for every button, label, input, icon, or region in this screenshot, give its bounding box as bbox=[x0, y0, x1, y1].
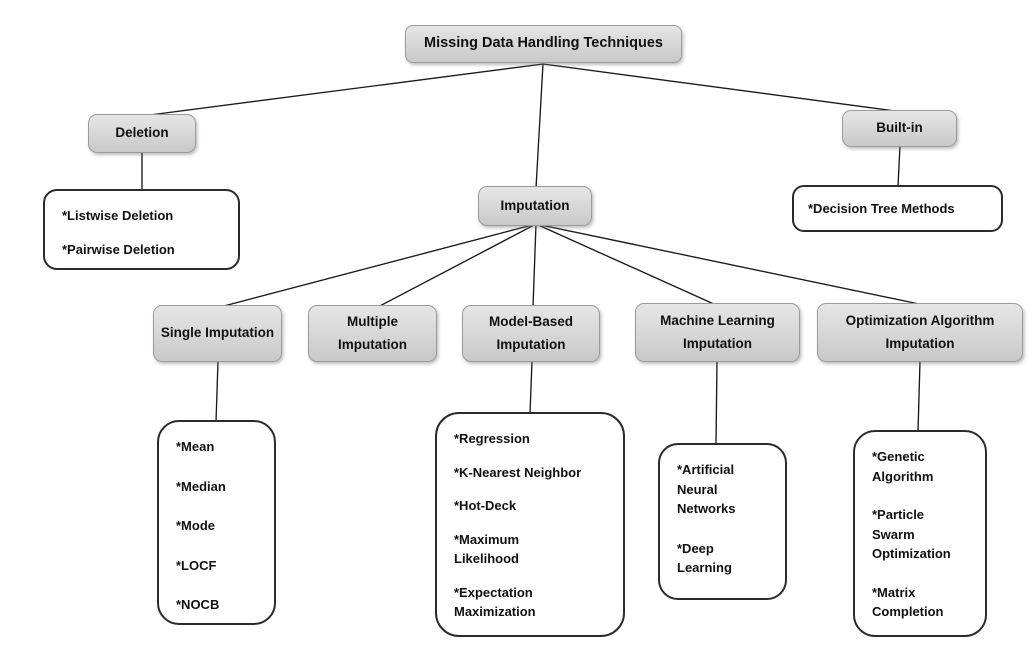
leaf-item: *Particle Swarm Optimization bbox=[872, 507, 951, 561]
node-imputation: Imputation bbox=[478, 186, 592, 226]
leaf-machine-learning-methods: *Artificial Neural Networks *Deep Learni… bbox=[658, 443, 787, 600]
leaf-item: *Listwise Deletion bbox=[62, 208, 174, 223]
node-optimization-algorithm-imputation: Optimization Algorithm Imputation bbox=[817, 303, 1023, 362]
leaf-item: *Matrix Completion bbox=[872, 584, 944, 620]
leaf-optimization-methods: *Genetic Algorithm *Particle Swarm Optim… bbox=[853, 430, 987, 637]
edge-root-builtin bbox=[542, 63, 904, 113]
edge-imputation-ml bbox=[535, 223, 717, 306]
leaf-item: *Decision Tree Methods bbox=[808, 200, 955, 216]
edge-root-imputation bbox=[535, 63, 544, 189]
leaf-model-based-methods: *Regression *K-Nearest Neighbor *Hot-Dec… bbox=[435, 412, 625, 637]
edge-model-leaf bbox=[529, 360, 533, 415]
leaf-single-imputation-methods: *Mean *Median *Mode *LOCF *NOCB bbox=[157, 420, 276, 625]
leaf-item: *Hot-Deck bbox=[454, 498, 517, 513]
leaf-item: *Deep Learning bbox=[677, 540, 732, 576]
node-single-imputation: Single Imputation bbox=[153, 305, 282, 362]
leaf-item: *Regression bbox=[454, 431, 530, 446]
leaf-item: *Maximum Likelihood bbox=[454, 531, 520, 567]
leaf-item: *Mean bbox=[176, 439, 215, 454]
edge-root-deletion bbox=[141, 63, 544, 117]
edge-builtin-leaf bbox=[897, 144, 901, 188]
edge-imputation-single bbox=[219, 223, 537, 308]
edge-imputation-opt bbox=[535, 223, 925, 306]
leaf-item: *Median bbox=[176, 478, 226, 494]
edge-imputation-model bbox=[532, 223, 537, 308]
node-deletion: Deletion bbox=[88, 114, 196, 153]
node-built-in: Built-in bbox=[842, 110, 957, 147]
leaf-item: *Artificial Neural Networks bbox=[677, 462, 736, 516]
leaf-item: *LOCF bbox=[176, 557, 217, 573]
leaf-item: *Genetic Algorithm bbox=[872, 449, 934, 484]
node-model-based-imputation: Model-Based Imputation bbox=[462, 305, 600, 362]
edge-ml-leaf bbox=[715, 360, 718, 446]
edge-single-leaf bbox=[215, 360, 219, 423]
leaf-item: *Mode bbox=[176, 518, 215, 533]
node-multiple-imputation: Multiple Imputation bbox=[308, 305, 437, 362]
leaf-item: *K-Nearest Neighbor bbox=[454, 464, 582, 480]
edge-imputation-multiple bbox=[377, 223, 537, 308]
node-root: Missing Data Handling Techniques bbox=[405, 25, 682, 63]
node-machine-learning-imputation: Machine Learning Imputation bbox=[635, 303, 800, 362]
edge-opt-leaf bbox=[917, 360, 921, 433]
leaf-builtin-methods: *Decision Tree Methods bbox=[792, 185, 1003, 232]
leaf-deletion-methods: *Listwise Deletion *Pairwise Deletion bbox=[43, 189, 240, 270]
leaf-item: *Expectation Maximization bbox=[454, 584, 536, 620]
leaf-item: *Pairwise Deletion bbox=[62, 241, 175, 257]
leaf-item: *NOCB bbox=[176, 597, 220, 612]
